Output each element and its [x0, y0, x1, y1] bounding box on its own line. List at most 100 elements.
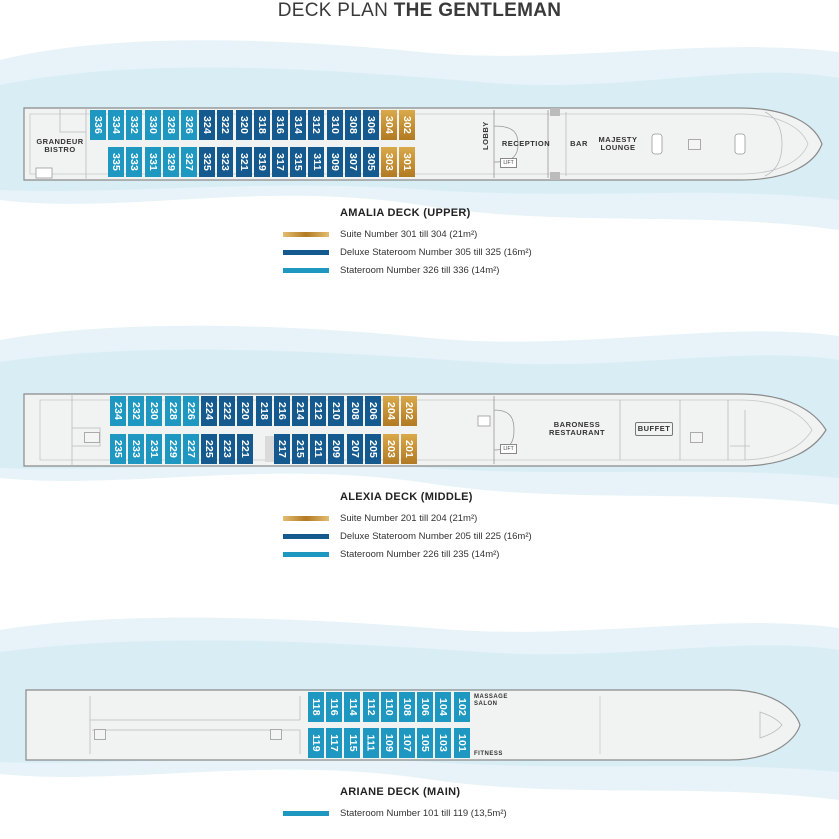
cabin-232: 232 — [128, 396, 145, 426]
cabin-206: 206 — [364, 396, 381, 426]
legend-row-stateroom: Stateroom Number 226 till 235 (14m²) — [283, 545, 532, 563]
ariane-fixture-1 — [94, 729, 106, 740]
legend-swatch-deluxe — [283, 533, 329, 539]
cabin-209: 209 — [328, 434, 345, 464]
cabin-310: 310 — [326, 110, 343, 140]
legend-swatch-suite — [283, 515, 329, 521]
cabin-301: 301 — [399, 147, 416, 177]
cabin-305: 305 — [363, 147, 379, 177]
cabin-334: 334 — [108, 110, 125, 140]
ariane-fixture-2 — [270, 729, 282, 740]
cabin-224: 224 — [201, 396, 217, 426]
cabin-101: 101 — [453, 728, 470, 758]
cabin-number: 109 — [382, 733, 395, 753]
cabin-106: 106 — [417, 692, 434, 722]
cabin-number: 102 — [455, 697, 468, 717]
cabin-336: 336 — [90, 110, 106, 140]
cabin-309: 309 — [326, 147, 343, 177]
cabin-330: 330 — [144, 110, 161, 140]
cabin-321: 321 — [235, 147, 252, 177]
alexia-legend: ALEXIA DECK (MIDDLE) Suite Number 201 ti… — [283, 491, 532, 563]
reception-label: RECEPTION — [501, 139, 551, 148]
cabin-111: 111 — [362, 728, 379, 758]
ariane-deck-heading: ARIANE DECK (MAIN) — [340, 786, 461, 798]
cabin-205: 205 — [364, 434, 381, 464]
cabin-number: 116 — [328, 698, 341, 716]
cabin-319: 319 — [253, 147, 270, 177]
cabin-327: 327 — [181, 147, 197, 177]
cabin-216: 216 — [273, 396, 290, 426]
cabin-103: 103 — [435, 728, 452, 758]
cabin-110: 110 — [380, 692, 397, 722]
amalia-lift: LIFT — [500, 158, 517, 168]
cabin-233: 233 — [128, 434, 145, 464]
cabin-104: 104 — [435, 692, 452, 722]
cabin-306: 306 — [363, 110, 379, 140]
cabin-324: 324 — [199, 110, 216, 140]
cabin-230: 230 — [146, 396, 163, 426]
buffet-label: BUFFET — [635, 422, 673, 436]
cabin-number: 106 — [419, 697, 432, 717]
cabin-317: 317 — [272, 147, 288, 177]
cabin-207: 207 — [346, 434, 363, 464]
cabin-335: 335 — [108, 147, 125, 177]
amalia-legend: AMALIA DECK (UPPER) Suite Number 301 til… — [283, 207, 532, 279]
cabin-225: 225 — [201, 434, 217, 464]
cabin-326: 326 — [181, 110, 197, 140]
cabin-number: 112 — [364, 698, 377, 716]
baroness-restaurant-label: BARONESS RESTAURANT — [548, 420, 606, 437]
cabin-220: 220 — [237, 396, 254, 426]
cabin-118: 118 — [308, 692, 324, 722]
legend-row-deluxe: Deluxe Stateroom Number 205 till 225 (16… — [283, 527, 532, 545]
cabin-229: 229 — [164, 434, 181, 464]
cabin-234: 234 — [110, 396, 126, 426]
cabin-302: 302 — [399, 110, 416, 140]
cabin-316: 316 — [272, 110, 288, 140]
majesty-lounge-label: MAJESTY LOUNGE — [598, 135, 638, 152]
cabin-320: 320 — [235, 110, 252, 140]
cabin-332: 332 — [126, 110, 143, 140]
cabin-217: 217 — [273, 434, 290, 464]
bar-label: BAR — [570, 139, 588, 148]
cabin-307: 307 — [344, 147, 361, 177]
alexia-lift: LIFT — [500, 444, 517, 454]
ariane-legend: ARIANE DECK (MAIN) Stateroom Number 101 … — [283, 786, 507, 822]
alexia-fixture-2 — [84, 432, 100, 443]
legend-swatch-stateroom — [283, 810, 329, 816]
legend-row-deluxe: Deluxe Stateroom Number 305 till 325 (16… — [283, 243, 532, 261]
cabin-109: 109 — [380, 728, 397, 758]
cabin-211: 211 — [310, 434, 327, 464]
legend-swatch-suite — [283, 231, 329, 237]
cabin-227: 227 — [182, 434, 199, 464]
cabin-112: 112 — [362, 692, 379, 722]
cabin-201: 201 — [401, 434, 418, 464]
cabin-115: 115 — [344, 728, 361, 758]
legend-text: Suite Number 201 till 204 (21m²) — [340, 512, 478, 524]
legend-row-stateroom: Stateroom Number 101 till 119 (13,5m²) — [283, 804, 507, 822]
alexia-deck-heading: ALEXIA DECK (MIDDLE) — [340, 491, 473, 503]
title-plain: DECK PLAN — [277, 0, 389, 21]
grandeur-bistro-label: GRANDEUR BISTRO — [36, 137, 84, 154]
cabin-311: 311 — [308, 147, 325, 177]
cabin-202: 202 — [401, 396, 418, 426]
legend-text: Suite Number 301 till 304 (21m²) — [340, 228, 478, 240]
title-ship-name: THE GENTLEMAN — [393, 0, 562, 21]
cabin-number: 110 — [382, 698, 395, 716]
cabin-number: 101 — [455, 733, 468, 753]
cabin-318: 318 — [253, 110, 270, 140]
legend-text: Deluxe Stateroom Number 305 till 325 (16… — [340, 246, 532, 258]
cabin-number: 108 — [401, 697, 413, 717]
cabin-108: 108 — [399, 692, 415, 722]
cabin-114: 114 — [344, 692, 361, 722]
cabin-204: 204 — [383, 396, 399, 426]
cabin-223: 223 — [219, 434, 236, 464]
legend-swatch-stateroom — [283, 267, 329, 273]
cabin-number: 104 — [437, 697, 450, 717]
cabin-312: 312 — [308, 110, 325, 140]
legend-row-suite: Suite Number 201 till 204 (21m²) — [283, 509, 532, 527]
amalia-fixture — [688, 139, 701, 150]
cabin-119: 119 — [308, 728, 324, 758]
page-title: DECK PLAN THE GENTLEMAN — [0, 0, 839, 22]
amalia-deck-heading: AMALIA DECK (UPPER) — [340, 207, 471, 219]
